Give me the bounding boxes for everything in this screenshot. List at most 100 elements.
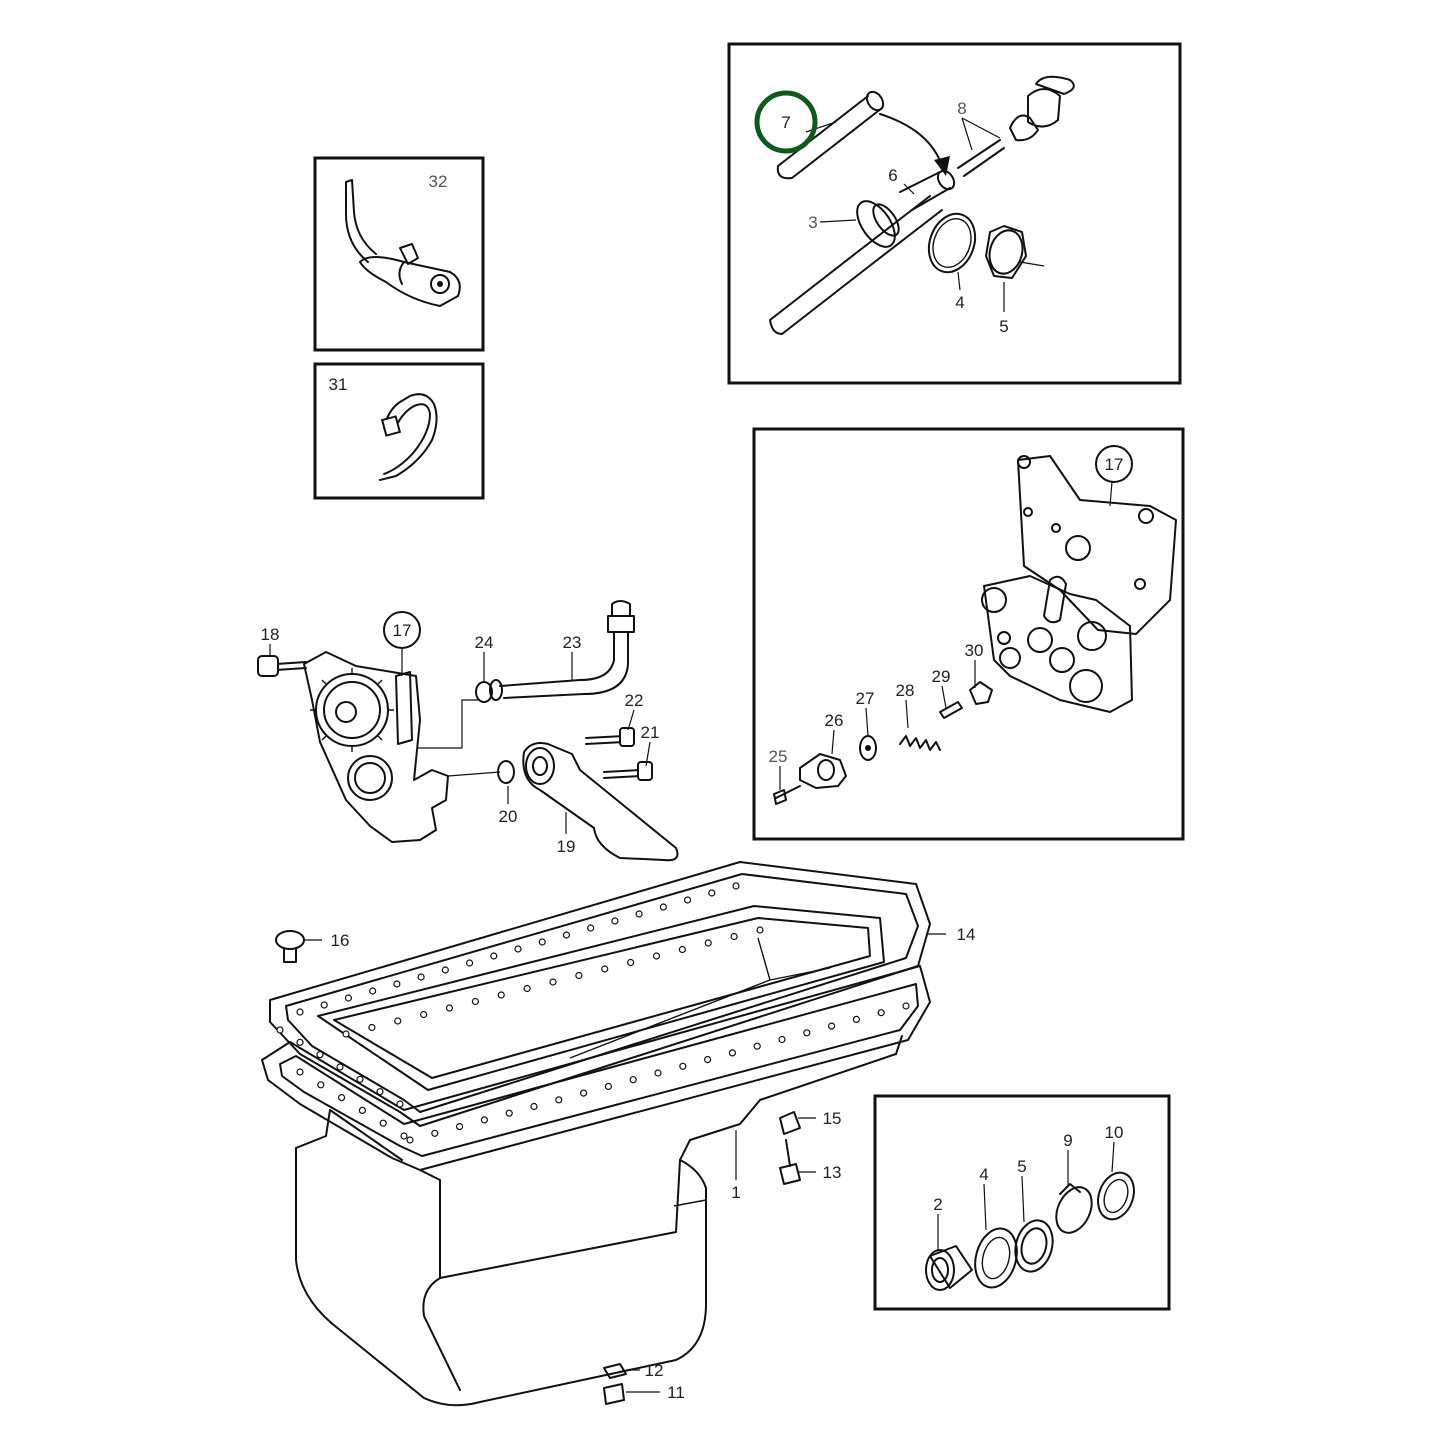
callout-part-17-assembly[interactable]: 17 bbox=[383, 611, 421, 649]
label-part-14: 14 bbox=[957, 925, 976, 944]
gasket-hole bbox=[562, 931, 571, 939]
gasket-hole bbox=[296, 1008, 304, 1016]
gasket-hole bbox=[654, 1069, 662, 1077]
callout-part-20[interactable]: 20 bbox=[499, 807, 518, 826]
gasket-hole bbox=[417, 973, 425, 981]
gasket-hole bbox=[420, 1010, 428, 1019]
callout-part-21[interactable]: 21 bbox=[641, 723, 660, 742]
label-part-23: 23 bbox=[563, 633, 582, 652]
callout-part-30[interactable]: 30 bbox=[965, 641, 984, 660]
inset-frame-cable-tie bbox=[313, 362, 485, 500]
callout-part-15[interactable]: 15 bbox=[823, 1109, 842, 1128]
gasket-hole bbox=[394, 1017, 402, 1025]
gasket-hole bbox=[629, 1076, 637, 1084]
gasket-hole bbox=[369, 987, 377, 995]
callout-part-31[interactable]: 31 bbox=[329, 375, 348, 394]
callout-part-29[interactable]: 29 bbox=[932, 667, 951, 686]
callout-part-3[interactable]: 3 bbox=[808, 213, 817, 232]
gasket-hole bbox=[456, 1122, 464, 1131]
callout-part-4-top[interactable]: 4 bbox=[955, 293, 964, 312]
callout-part-22[interactable]: 22 bbox=[625, 691, 644, 710]
gasket-hole bbox=[587, 924, 595, 932]
callout-part-7[interactable]: 7 bbox=[754, 90, 818, 154]
label-part-16: 16 bbox=[331, 931, 350, 950]
callout-part-8[interactable]: 8 bbox=[957, 99, 966, 118]
label-part-15: 15 bbox=[823, 1109, 842, 1128]
gasket-hole bbox=[320, 1001, 328, 1009]
gasket-hole bbox=[465, 959, 474, 967]
label-part-29: 29 bbox=[932, 667, 951, 686]
callout-part-25[interactable]: 25 bbox=[769, 747, 788, 766]
label-part-27: 27 bbox=[856, 689, 875, 708]
label-part-2: 2 bbox=[933, 1195, 942, 1214]
gasket-hole bbox=[358, 1106, 366, 1115]
gasket-hole bbox=[376, 1088, 384, 1096]
callout-part-1[interactable]: 1 bbox=[731, 1183, 740, 1202]
gasket-hole bbox=[730, 932, 738, 941]
callout-part-28[interactable]: 28 bbox=[896, 681, 915, 700]
gasket-hole bbox=[852, 1015, 861, 1024]
gasket-hole bbox=[708, 889, 716, 897]
gasket-hole bbox=[652, 952, 661, 960]
gasket-hole bbox=[728, 1049, 737, 1057]
drain-plug-drawing bbox=[275, 930, 801, 1405]
callout-part-9[interactable]: 9 bbox=[1063, 1131, 1072, 1150]
callout-part-27[interactable]: 27 bbox=[856, 689, 875, 708]
inset-frame-dipstick-tube bbox=[727, 42, 1182, 385]
gasket-hole bbox=[514, 945, 522, 953]
gasket-hole bbox=[778, 1035, 786, 1044]
gasket-hole bbox=[601, 965, 609, 973]
label-part-6: 6 bbox=[888, 166, 897, 185]
gasket-hole bbox=[379, 1119, 387, 1127]
callout-part-19[interactable]: 19 bbox=[557, 837, 576, 856]
gasket-hole bbox=[344, 994, 353, 1002]
inset-frame-oil-pump-valve bbox=[752, 427, 1185, 841]
callout-part-12[interactable]: 12 bbox=[645, 1361, 664, 1380]
callout-part-17-pump[interactable]: 17 bbox=[1095, 445, 1133, 483]
callout-part-5-top[interactable]: 5 bbox=[999, 317, 1008, 336]
callout-part-32[interactable]: 32 bbox=[429, 172, 448, 191]
callout-part-5-kit[interactable]: 5 bbox=[1017, 1157, 1026, 1176]
label-part-28: 28 bbox=[896, 681, 915, 700]
callout-part-2[interactable]: 2 bbox=[933, 1195, 942, 1214]
gasket-hole bbox=[756, 926, 764, 934]
callout-part-14[interactable]: 14 bbox=[957, 925, 976, 944]
gasket-hole bbox=[471, 997, 479, 1006]
callout-part-6[interactable]: 6 bbox=[888, 166, 897, 185]
gasket-hole bbox=[827, 1022, 836, 1030]
gasket-hole bbox=[877, 1009, 885, 1017]
dipstick-tube-drawing bbox=[769, 75, 1075, 335]
gasket-hole bbox=[604, 1082, 613, 1091]
callout-part-11[interactable]: 11 bbox=[667, 1383, 685, 1402]
gasket-hole bbox=[497, 991, 505, 999]
callout-part-4-kit[interactable]: 4 bbox=[979, 1165, 988, 1184]
gasket-hole bbox=[505, 1109, 513, 1117]
label-part-12: 12 bbox=[645, 1361, 664, 1380]
callout-part-16[interactable]: 16 bbox=[331, 931, 350, 950]
label-part-10: 10 bbox=[1105, 1123, 1124, 1142]
label-part-20: 20 bbox=[499, 807, 518, 826]
gasket-hole bbox=[902, 1002, 910, 1010]
callout-part-18[interactable]: 18 bbox=[261, 625, 280, 644]
gasket-hole bbox=[704, 939, 712, 947]
callout-part-26[interactable]: 26 bbox=[825, 711, 844, 730]
label-part-21: 21 bbox=[641, 723, 660, 742]
callout-part-13[interactable]: 13 bbox=[823, 1163, 842, 1182]
callout-part-23[interactable]: 23 bbox=[563, 633, 582, 652]
label-part-30: 30 bbox=[965, 641, 984, 660]
cable-tie-drawing bbox=[379, 393, 438, 481]
gasket-hole bbox=[276, 1026, 284, 1034]
callout-part-10[interactable]: 10 bbox=[1105, 1123, 1124, 1142]
callout-part-24[interactable]: 24 bbox=[475, 633, 494, 652]
gasket-hole bbox=[523, 984, 531, 993]
gasket-hole bbox=[659, 903, 667, 911]
gasket-hole bbox=[627, 958, 635, 967]
oil-pan-drawing bbox=[261, 861, 931, 1407]
gasket-hole bbox=[679, 1062, 687, 1070]
gasket-hole bbox=[530, 1102, 538, 1111]
label-part-17-assembly: 17 bbox=[393, 621, 412, 640]
gasket-hole bbox=[396, 1100, 404, 1108]
gasket-hole bbox=[803, 1029, 811, 1037]
label-part-24: 24 bbox=[475, 633, 494, 652]
